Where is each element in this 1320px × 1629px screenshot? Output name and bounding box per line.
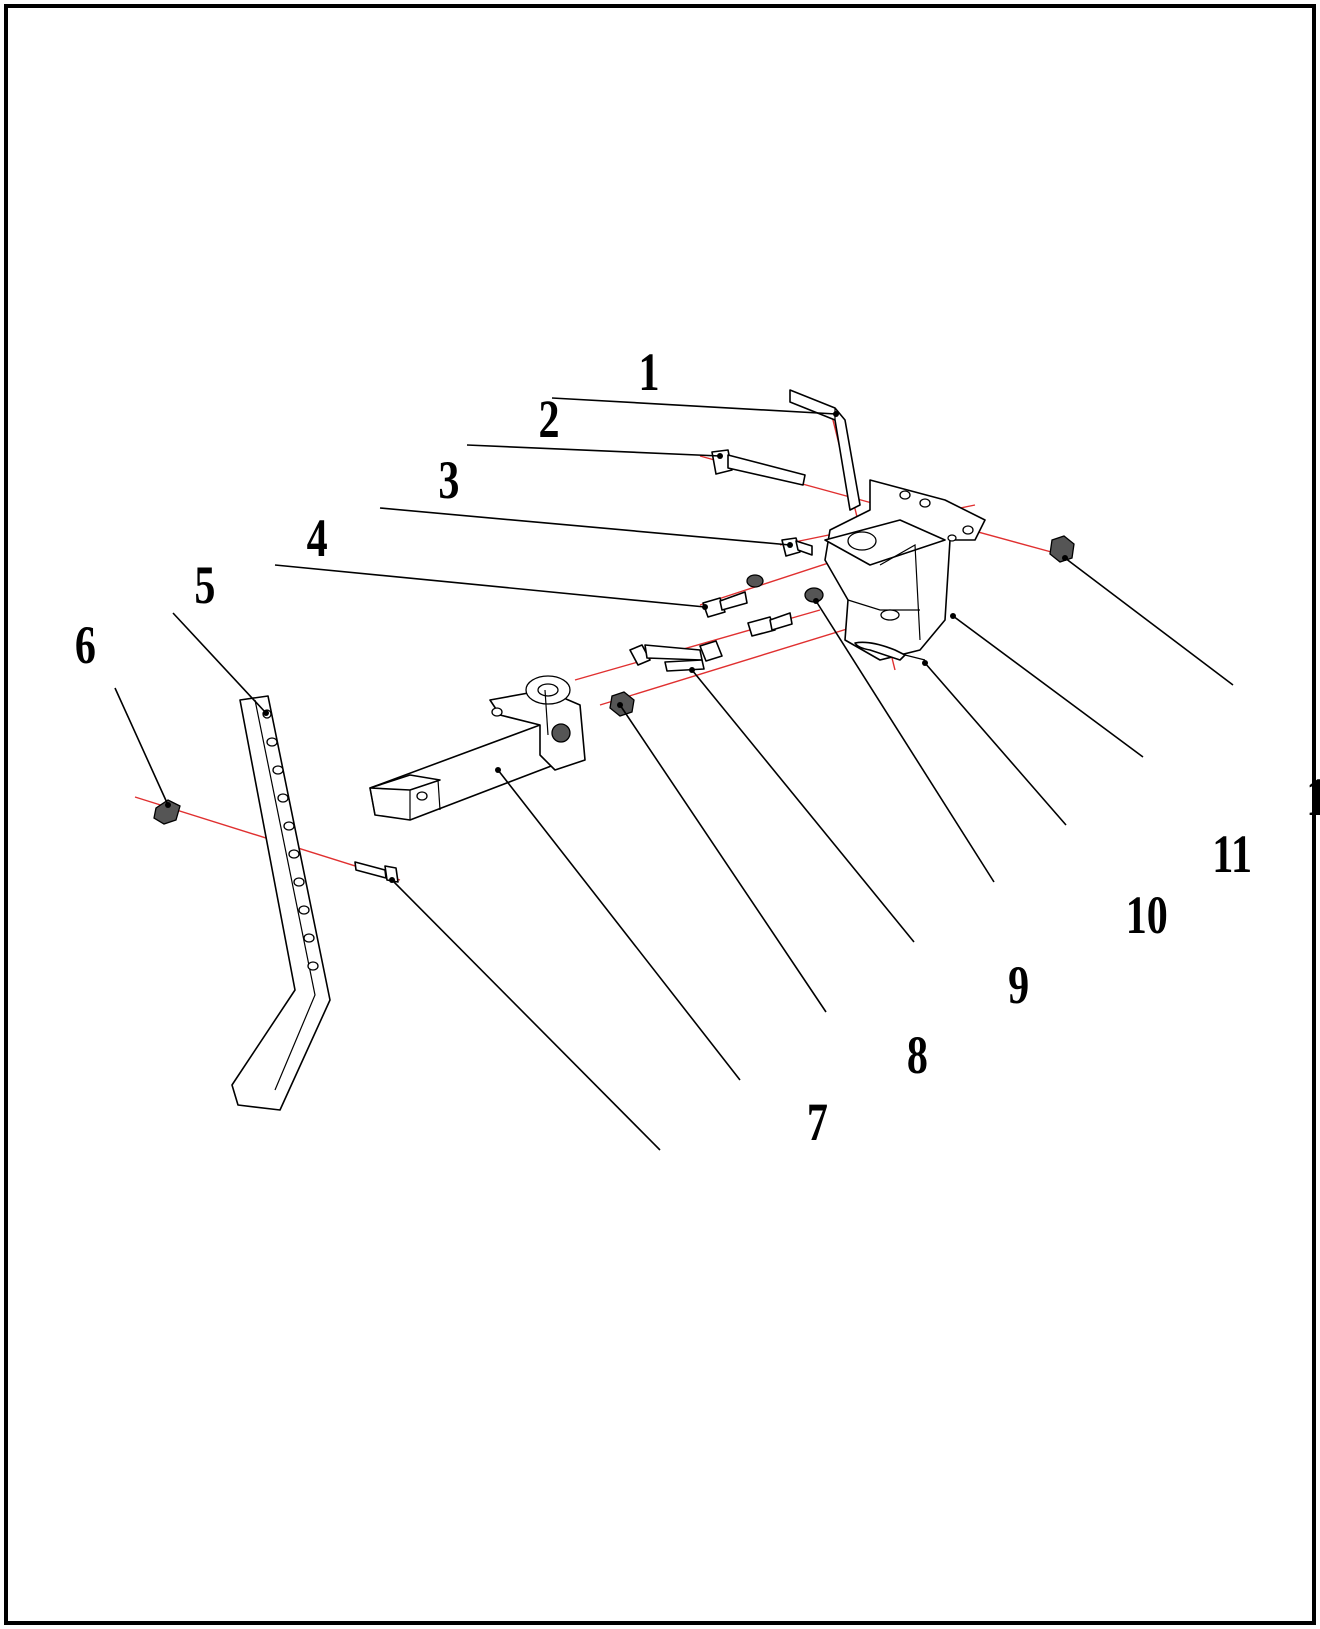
callout-4: 4 — [307, 509, 328, 568]
callout-3: 3 — [438, 451, 459, 510]
callout-8: 8 — [907, 1026, 928, 1085]
callout-2: 2 — [538, 390, 559, 449]
callout-6: 6 — [75, 616, 96, 675]
part-6-nut — [153, 799, 181, 825]
leader-dots — [165, 411, 1068, 883]
part-12-spring-pin — [854, 641, 926, 661]
callout-11: 11 — [1212, 825, 1252, 884]
callout-labels: 1 2 3 4 5 6 7 8 9 10 11 12 13 14 — [75, 343, 1320, 1152]
page-frame — [4, 4, 1316, 1625]
part-10-bolts — [629, 640, 723, 672]
part-3-short-bolt — [781, 537, 813, 557]
part-5-shank — [231, 695, 331, 1111]
callout-10: 10 — [1126, 886, 1168, 945]
part-1-lever — [789, 389, 861, 511]
callout-12: 12 — [1306, 768, 1320, 827]
part-14-nut — [1049, 535, 1075, 563]
part-8-beam — [369, 675, 586, 821]
part-7-bolt — [354, 861, 399, 883]
leader-lines — [114, 397, 1234, 1151]
callout-9: 9 — [1008, 956, 1029, 1015]
callout-5: 5 — [194, 556, 215, 615]
part-13-bracket-housing — [824, 479, 986, 661]
part-4-bolts — [702, 591, 793, 637]
callout-1: 1 — [639, 343, 660, 402]
callout-7: 7 — [807, 1093, 828, 1152]
part-11-washer — [746, 574, 824, 603]
part-2-long-bolt — [711, 449, 806, 486]
